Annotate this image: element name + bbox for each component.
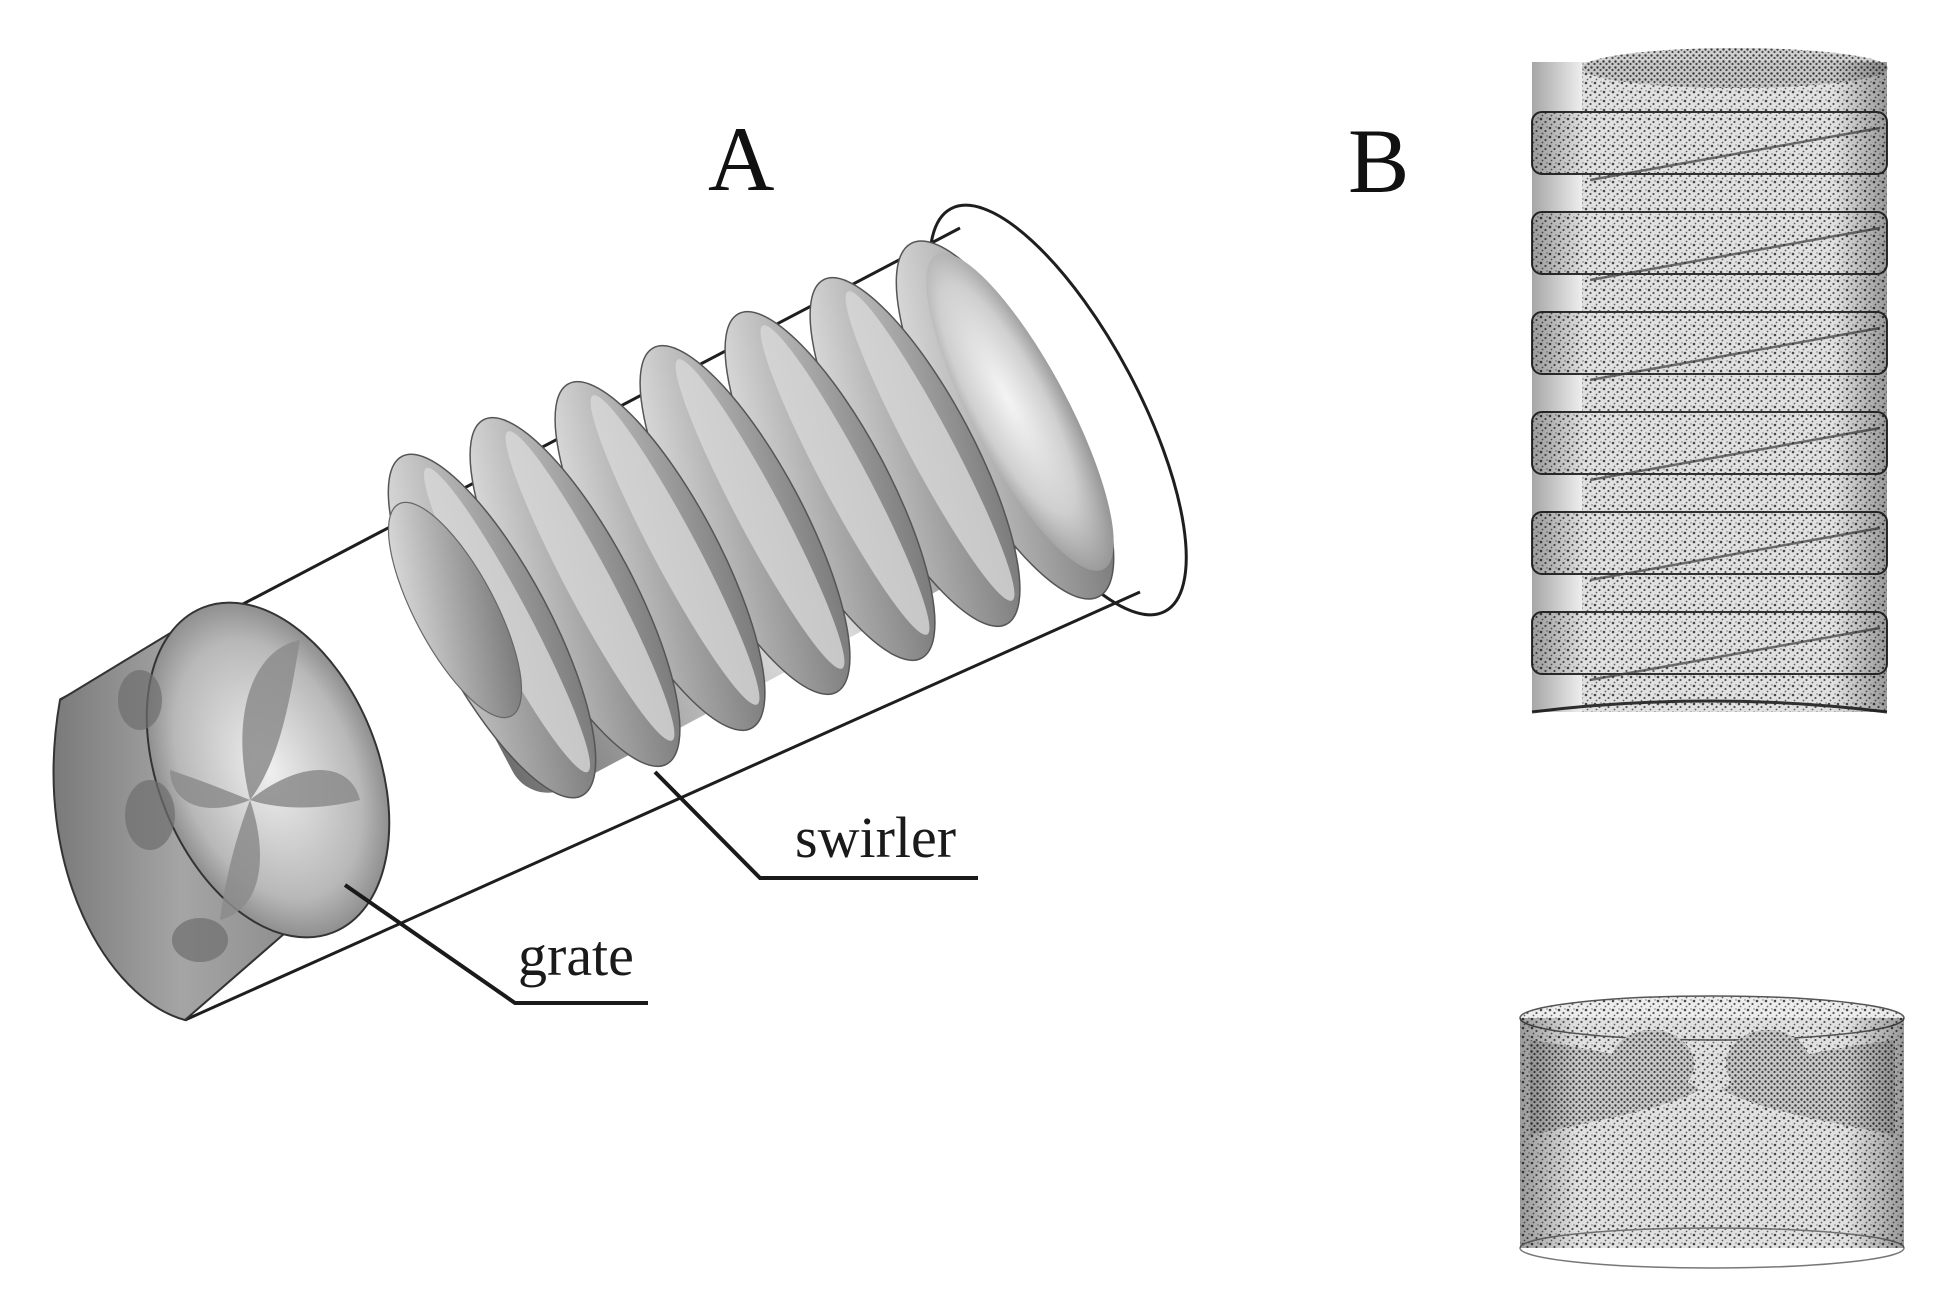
panel-a: A [52, 108, 1188, 1022]
callout-swirler-leader [653, 770, 978, 880]
grate [52, 601, 391, 1022]
panel-b: B [1348, 48, 1905, 1269]
callout-swirler-label: swirler [795, 805, 956, 870]
swirler-ring-8 [387, 501, 523, 719]
grate-vanes [170, 640, 360, 920]
swirler [387, 240, 1115, 799]
swirler-ring-3 [724, 310, 936, 662]
callout-grate-label: grate [518, 923, 634, 988]
panel-label-b: B [1348, 110, 1409, 212]
callout-grate: grate [343, 883, 648, 1005]
swirler-ring-6 [469, 416, 681, 768]
tube-bottom-edge [184, 590, 1141, 1022]
grate-holes [118, 670, 228, 962]
panel-label-a: A [708, 108, 774, 210]
swirler-mesh [1531, 48, 1888, 714]
callout-grate-leader [343, 883, 648, 1005]
grate-mesh [1519, 995, 1905, 1269]
callout-swirler: swirler [653, 770, 978, 880]
